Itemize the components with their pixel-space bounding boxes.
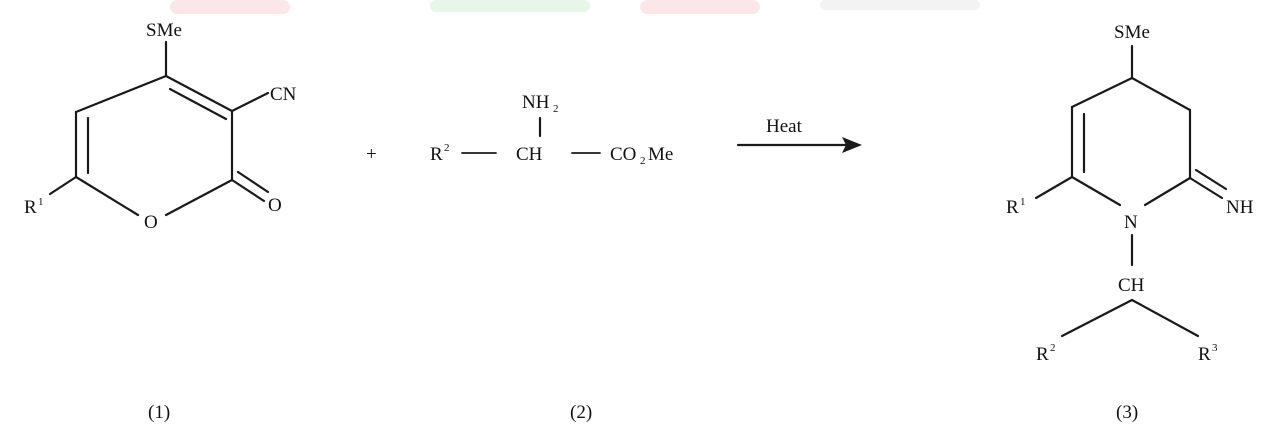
bond-c2-nh [1188, 176, 1224, 200]
atom-cn: CN [270, 84, 297, 105]
bond-c3-cn [230, 91, 270, 113]
atom-r2-sup: 2 [1050, 342, 1056, 354]
bond-c2-o1 [164, 178, 234, 217]
atom-sme: SMe [146, 20, 182, 41]
atom-r1: R [24, 197, 37, 218]
bond-ch-r2 [1060, 298, 1134, 338]
atom-ch: CH [1118, 275, 1145, 296]
watermark-blob-3 [640, 0, 760, 14]
compound-1: SMe CN O O R 1 (1) [24, 20, 297, 423]
atom-nh2: NH [522, 92, 550, 113]
arrow-head [842, 137, 862, 153]
atom-n: N [1124, 212, 1138, 233]
bond-c2-o-double [236, 170, 270, 194]
atom-sme: SMe [1114, 22, 1150, 43]
atom-r2-sup: 2 [444, 142, 450, 154]
bond-ch-r3 [1130, 298, 1200, 338]
atom-nh2-sub: 2 [553, 103, 559, 115]
atom-r2: R [1036, 344, 1049, 365]
atom-r3-sup: 3 [1212, 342, 1218, 354]
bond-c2-o [230, 178, 266, 203]
atom-o-carbonyl: O [268, 195, 282, 216]
atom-co2me-co: CO [610, 144, 636, 165]
watermark [170, 0, 980, 14]
watermark-blob-2 [430, 0, 590, 12]
label-compound-3: (3) [1116, 402, 1138, 423]
bond-c6-r1 [48, 175, 78, 196]
plus-sign: + [366, 144, 377, 165]
bond-c6-r1 [1034, 175, 1074, 200]
atom-ch: CH [516, 144, 543, 165]
compound-2: NH 2 R 2 CH CO 2 Me (2) [430, 92, 673, 423]
atom-r1-sup: 1 [38, 196, 44, 208]
bond-c4-c5 [74, 74, 168, 114]
atom-r2: R [430, 144, 443, 165]
atom-r1-sup: 1 [1020, 196, 1026, 208]
atom-r3: R [1198, 344, 1211, 365]
compound-3: SMe R 1 N NH CH R 2 R 3 (3) [1006, 22, 1254, 423]
bond-o1-c6 [74, 175, 140, 217]
atom-r1: R [1006, 197, 1019, 218]
arrow-condition: Heat [766, 116, 803, 137]
reaction-arrow: Heat [736, 116, 862, 153]
label-compound-2: (2) [570, 402, 592, 423]
atom-o-ring: O [144, 212, 158, 233]
bond-c4-c5 [1070, 76, 1134, 109]
label-compound-1: (1) [148, 402, 170, 423]
bond-c4-c3 [164, 74, 234, 113]
atom-co2me-sub: 2 [640, 155, 646, 167]
atom-nh: NH [1226, 197, 1254, 218]
bond-c4-c3 [1130, 76, 1192, 112]
bond-c4-c3-double [168, 87, 228, 121]
watermark-blob-4 [820, 0, 980, 10]
bond-c2-n [1143, 176, 1192, 207]
watermark-blob-1 [170, 0, 290, 14]
bond-n-c6 [1070, 175, 1122, 207]
bond-c2-nh-double [1194, 168, 1228, 191]
atom-co2me-me: Me [648, 144, 673, 165]
